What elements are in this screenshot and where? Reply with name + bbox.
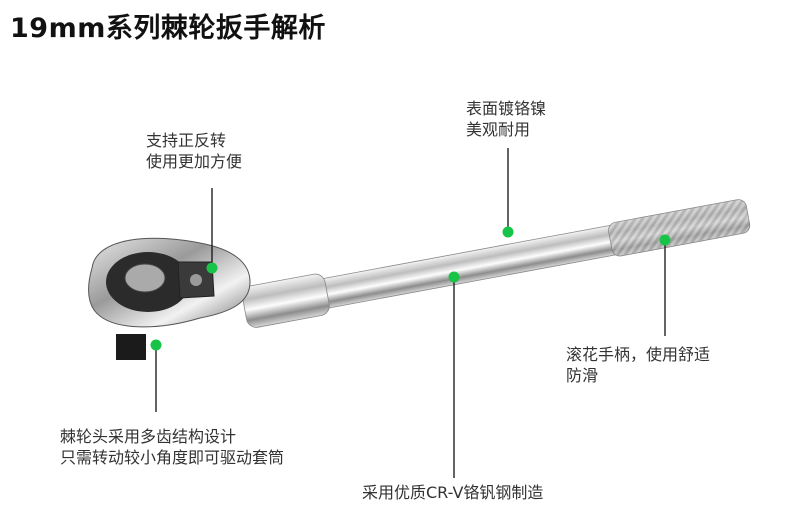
callout-line-1: 表面镀铬镍 — [466, 99, 547, 118]
callout-lines — [155, 148, 666, 478]
markers — [150, 226, 671, 351]
wrench-handle — [241, 199, 751, 328]
square-drive — [116, 334, 146, 360]
callout-material: 采用优质CR-V铬钒钢制造 — [362, 482, 543, 503]
callout-plating: 表面镀铬镍 美观耐用 — [466, 98, 546, 140]
callout-ratchet-switch: 支持正反转 使用更加方便 — [146, 130, 242, 172]
callout-line-1: 支持正反转 — [146, 131, 227, 150]
callout-line-2: 美观耐用 — [466, 120, 531, 139]
callout-line-2: 防滑 — [566, 366, 599, 385]
callout-line-1: 采用优质CR-V铬钒钢制造 — [362, 483, 544, 502]
marker-ratchet-switch — [206, 262, 218, 274]
page-title: 19mm系列棘轮扳手解析 — [10, 13, 326, 44]
callout-line-2: 使用更加方便 — [146, 152, 243, 171]
marker-knurled-grip — [659, 234, 671, 246]
callout-line-2: 只需转动较小角度即可驱动套筒 — [60, 448, 285, 467]
callout-line-1: 滚花手柄，使用舒适 — [566, 345, 711, 364]
callout-knurled-grip: 滚花手柄，使用舒适 防滑 — [566, 344, 710, 386]
marker-material — [448, 271, 460, 283]
marker-ratchet-head — [150, 339, 162, 351]
callout-line-1: 棘轮头采用多齿结构设计 — [60, 427, 237, 446]
ratchet-head — [88, 237, 251, 360]
marker-plating — [502, 226, 514, 238]
callout-ratchet-head: 棘轮头采用多齿结构设计 只需转动较小角度即可驱动套筒 — [60, 426, 284, 468]
